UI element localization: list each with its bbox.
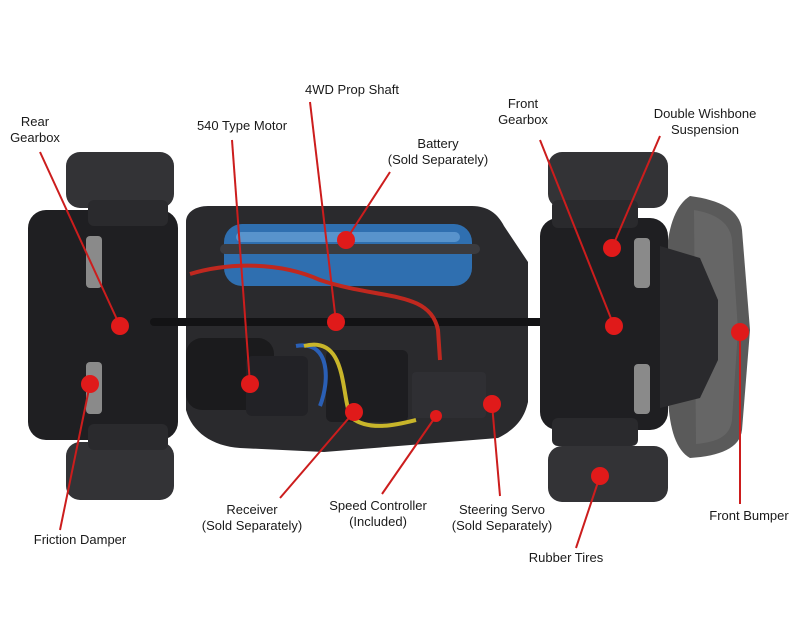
battery-strap bbox=[220, 244, 480, 254]
label-suspension: Double Wishbone Suspension bbox=[646, 106, 764, 138]
label-receiver-line2: (Sold Separately) bbox=[201, 518, 303, 533]
label-rear-gearbox-line2: Gearbox bbox=[10, 130, 60, 145]
label-front-gearbox: Front Gearbox bbox=[492, 96, 554, 128]
marker-front-bumper bbox=[731, 323, 749, 341]
leader-rear-gearbox bbox=[39, 151, 121, 327]
label-friction-damper: Friction Damper bbox=[33, 532, 127, 547]
marker-motor bbox=[241, 375, 259, 393]
label-steering-servo: Steering Servo (Sold Separately) bbox=[444, 502, 560, 534]
leader-rubber-tires bbox=[575, 475, 601, 549]
front-left-tire bbox=[548, 152, 668, 208]
label-steering-servo-line2: (Sold Separately) bbox=[451, 518, 553, 533]
rear-suspension bbox=[28, 210, 178, 440]
label-suspension-line2: Suspension bbox=[671, 122, 739, 137]
rear-arm-top bbox=[88, 200, 168, 226]
prop-shaft bbox=[150, 318, 620, 326]
marker-suspension bbox=[603, 239, 621, 257]
rear-right-tire bbox=[66, 442, 174, 500]
rear-spring-left bbox=[86, 236, 102, 288]
label-speed-controller: Speed Controller (Included) bbox=[320, 498, 436, 530]
marker-friction-damper bbox=[81, 375, 99, 393]
front-arm-bottom bbox=[552, 418, 638, 446]
marker-receiver bbox=[345, 403, 363, 421]
leader-steering-servo bbox=[491, 403, 501, 497]
rear-arm-bottom bbox=[88, 424, 168, 450]
label-motor: 540 Type Motor bbox=[196, 118, 288, 133]
leader-front-gearbox bbox=[539, 139, 615, 327]
marker-rubber-tires bbox=[591, 467, 609, 485]
label-receiver-line1: Receiver bbox=[226, 502, 278, 517]
leader-friction-damper bbox=[59, 383, 91, 531]
label-rear-gearbox: Rear Gearbox bbox=[6, 114, 64, 146]
label-front-bumper: Front Bumper bbox=[709, 508, 789, 523]
leader-receiver bbox=[279, 411, 355, 499]
label-front-gearbox-line2: Gearbox bbox=[498, 112, 548, 127]
marker-front-gearbox bbox=[605, 317, 623, 335]
leader-speed-controller bbox=[381, 415, 437, 495]
label-steering-servo-line1: Steering Servo bbox=[459, 502, 545, 517]
label-battery-line1: Battery bbox=[417, 136, 459, 151]
front-bulkhead bbox=[660, 246, 718, 408]
front-spring-right bbox=[634, 364, 650, 414]
leader-battery bbox=[345, 171, 391, 241]
red-wire bbox=[189, 263, 442, 361]
steering-servo bbox=[412, 372, 486, 418]
label-speed-controller-line1: Speed Controller bbox=[329, 498, 427, 513]
leader-motor bbox=[231, 139, 251, 385]
receiver bbox=[246, 356, 308, 416]
label-battery: Battery (Sold Separately) bbox=[380, 136, 496, 168]
label-rear-gearbox-line1: Rear bbox=[20, 114, 50, 129]
leader-suspension bbox=[611, 135, 661, 249]
marker-prop-shaft bbox=[327, 313, 345, 331]
marker-steering-servo bbox=[483, 395, 501, 413]
label-battery-line2: (Sold Separately) bbox=[387, 152, 489, 167]
marker-speed-controller bbox=[430, 410, 442, 422]
label-front-gearbox-line1: Front bbox=[507, 96, 539, 111]
marker-rear-gearbox bbox=[111, 317, 129, 335]
label-prop-shaft: 4WD Prop Shaft bbox=[305, 82, 399, 97]
rear-left-tire bbox=[66, 152, 174, 208]
marker-battery bbox=[337, 231, 355, 249]
front-spring-left bbox=[634, 238, 650, 288]
label-receiver: Receiver (Sold Separately) bbox=[194, 502, 310, 534]
label-rubber-tires: Rubber Tires bbox=[528, 550, 604, 565]
label-suspension-line1: Double Wishbone bbox=[653, 106, 757, 121]
front-arm-top bbox=[552, 200, 638, 228]
label-speed-controller-line2: (Included) bbox=[349, 514, 407, 529]
leader-prop-shaft bbox=[309, 101, 337, 323]
